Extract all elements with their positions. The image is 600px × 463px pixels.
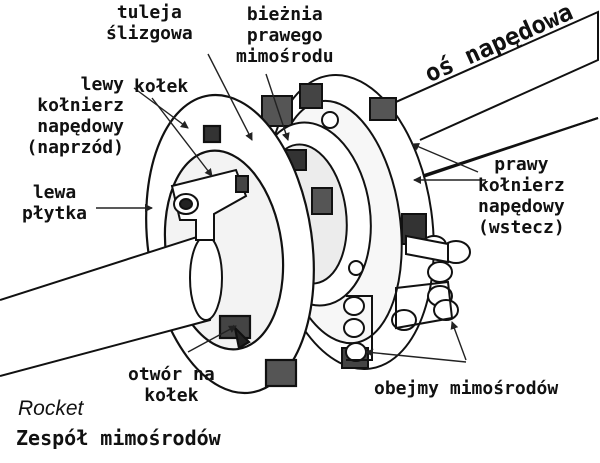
label-right-drive-flange: prawy kołnierz napędowy (wstecz) <box>478 154 565 238</box>
caption-name: Rocket <box>18 397 84 420</box>
label-left-drive-flange: lewy kołnierz napędowy (naprzód) <box>26 74 124 158</box>
label-left-plate: lewa płytka <box>22 182 88 224</box>
label-sliding-sleeve: tuleja ślizgowa <box>106 2 193 44</box>
label-right-eccentric-race: bieżnia prawego mimośrodu <box>236 4 334 67</box>
label-pin: kołek <box>134 76 189 97</box>
axle-front <box>0 234 223 377</box>
caption-title: Zespół mimośrodów <box>16 426 221 450</box>
label-eccentric-straps: obejmy mimośrodów <box>374 378 559 399</box>
label-pin-hole: otwór na kołek <box>128 364 215 406</box>
eccentric-straps <box>343 234 471 362</box>
drive-axle <box>359 10 599 179</box>
leader-lines <box>96 53 486 363</box>
pin-and-left-plate <box>170 168 249 241</box>
